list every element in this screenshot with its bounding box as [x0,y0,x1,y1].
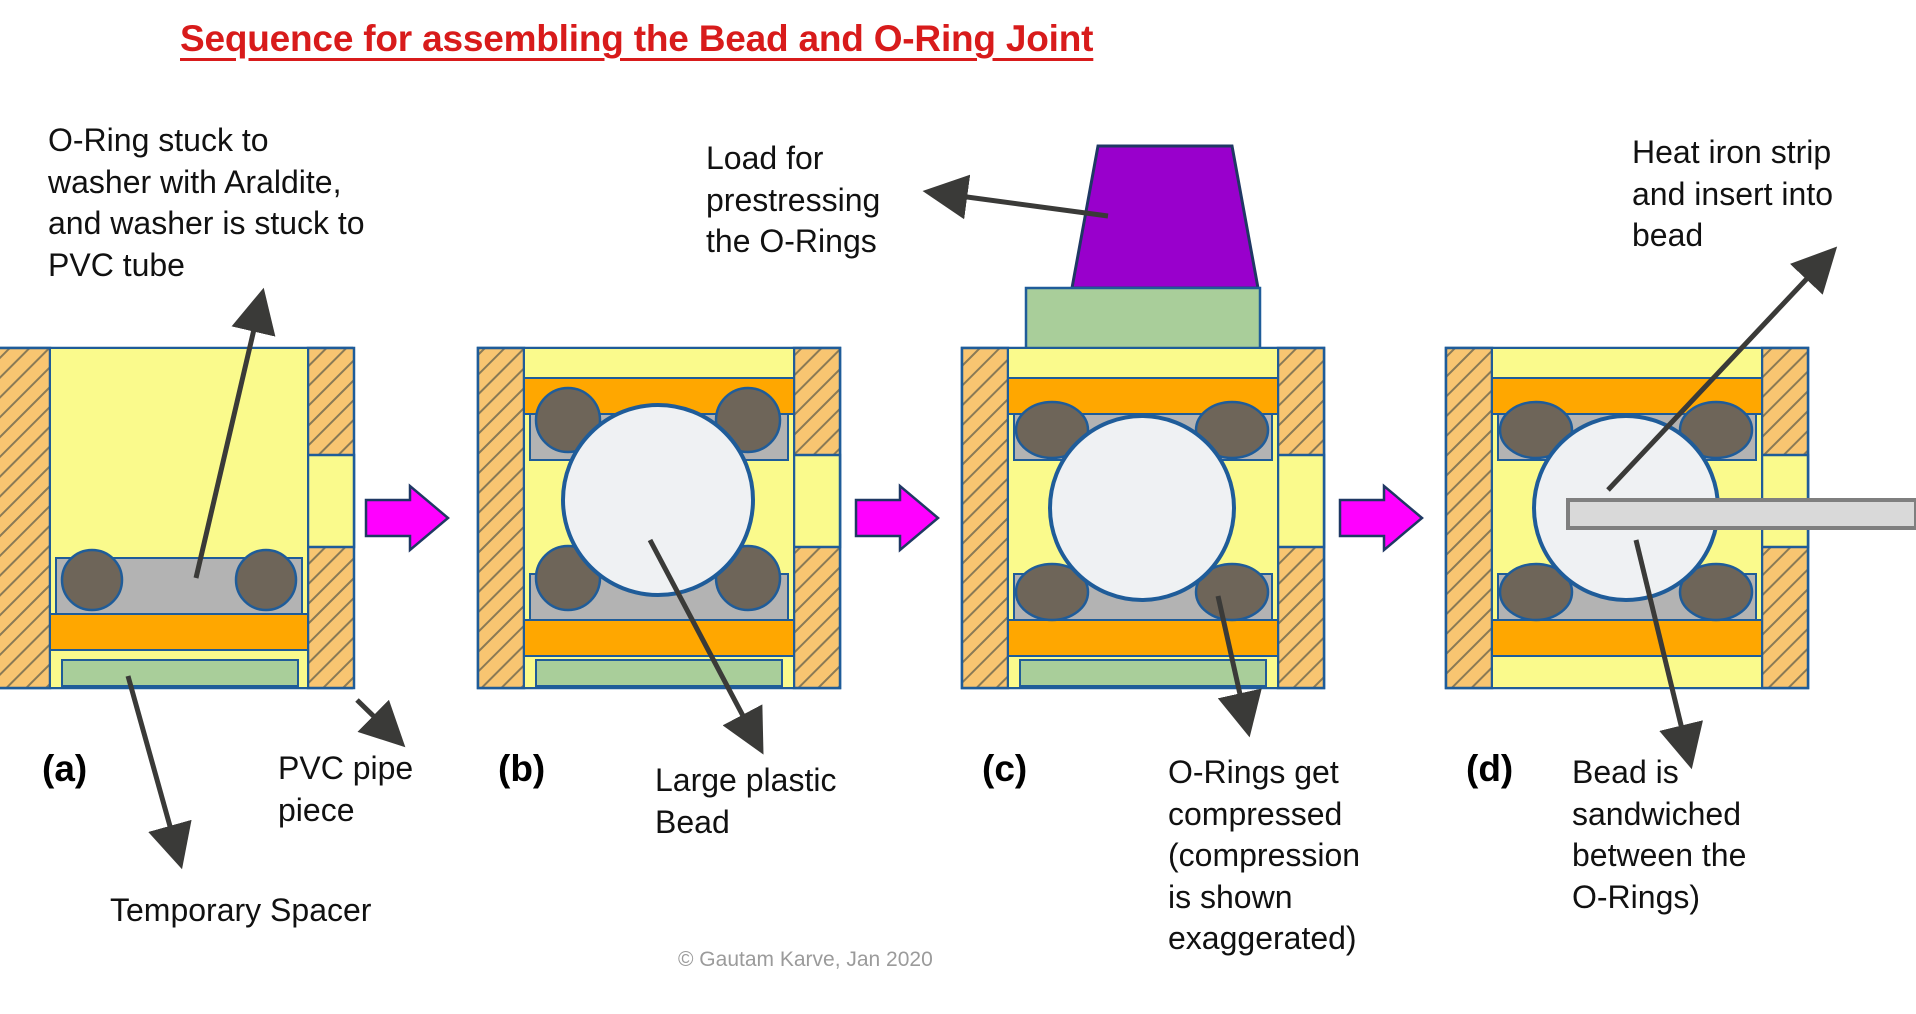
heat-iron-strip-note: Heat iron strip and insert into bead [1632,134,1834,254]
panel-a-assembly [0,346,356,690]
flow-arrow-2 [854,483,940,553]
oring-washer-note: O-Ring stuck to washer with Araldite, an… [48,122,365,283]
panel-letter-d-text: (d) [1466,748,1514,789]
panel-letter-b: (b) [498,748,546,789]
temporary-spacer-note: Temporary Spacer [110,892,372,928]
page-title: Sequence for assembling the Bead and O-R… [180,18,1094,59]
bead-sandwiched-note: Bead is sandwiched between the O-Rings) [1572,754,1747,915]
pvc-pipe-note: PVC pipe piece [278,750,414,828]
large-bead-note: Large plastic Bead [655,762,837,840]
panel-d-assembly [1444,346,1916,690]
panel-b-assembly [476,346,842,690]
flow-arrow-3 [1338,483,1424,553]
panel-letter-a: (a) [42,748,88,789]
load-weight-shape [1070,144,1260,290]
flow-arrow-1 [364,483,450,553]
orings-compressed-note: O-Rings get compressed (compression is s… [1168,754,1361,957]
iron-strip-shape [1566,498,1916,530]
load-prestress-note: Load for prestressing the O-Rings [706,140,881,260]
panel-letter-c: (c) [982,748,1028,789]
copyright-text: © Gautam Karve, Jan 2020 [678,948,933,971]
panel-c-assembly [960,144,1326,690]
